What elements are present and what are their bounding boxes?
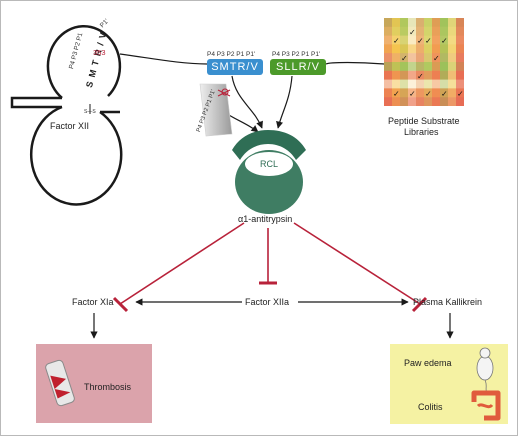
inhibit-line-pk (293, 222, 421, 305)
library-checkmark-icon: ✓ (425, 89, 432, 98)
library-checkmark-icon: ✓ (409, 89, 416, 98)
library-checkmark-icon: ✓ (441, 89, 448, 98)
smtr-variant-pill: SMTR/V (207, 59, 263, 75)
library-checkmark-icon: ✓ (393, 89, 400, 98)
plasma-kallikrein-node: Plasma Kallikrein (413, 297, 483, 307)
inflammation-panel (390, 344, 508, 424)
plaid-stripe-vertical (400, 18, 408, 106)
library-checkmark-icon: ✓ (457, 89, 464, 98)
thrombosis-label: Thrombosis (84, 382, 132, 392)
factor-xia-node: Factor XIa (72, 297, 114, 307)
inhibit-line-fxia (119, 222, 245, 305)
colitis-label: Colitis (418, 402, 443, 412)
sllr-variant-pill: SLLR/V (270, 59, 326, 75)
plaid-stripe-horizontal (384, 79, 464, 89)
inhibit-bar-fxia (112, 296, 129, 313)
peptide-library-grid: ✓✓✓✓✓✓✓✓✓✓✓✓✓ (384, 18, 464, 106)
cleaved-fragment (199, 83, 233, 137)
library-checkmark-icon: ✓ (433, 54, 440, 63)
library-checkmark-icon: ✓ (409, 28, 416, 37)
plaid-stripe-horizontal (384, 88, 464, 98)
serpin-name: α1-antitrypsin (238, 214, 293, 224)
plaid-stripe-vertical (448, 18, 456, 106)
plaid-stripe-vertical (432, 18, 440, 106)
smtr-positions: P4 P3 P2 P1 P1' (207, 51, 256, 58)
library-label-line2: Libraries (404, 127, 439, 137)
arrow-sllr-to-rcl (276, 75, 293, 129)
plaid-stripe-vertical (440, 18, 448, 106)
paw-edema-label: Paw edema (404, 358, 452, 368)
plaid-stripe-vertical (456, 18, 464, 106)
plaid-stripe-horizontal (384, 97, 464, 106)
plaid-stripe-vertical (384, 18, 392, 106)
plaid-stripe-vertical (408, 18, 416, 106)
disulfide-label: S—S (84, 109, 96, 115)
inhibition-lines (112, 222, 428, 313)
vessel-clot-icon (45, 359, 75, 407)
inhibit-bar-pk (411, 296, 428, 313)
line-fxii-to-smtr (119, 53, 208, 65)
colon-icon (471, 390, 501, 421)
line-library-to-sllr (325, 61, 385, 65)
factor-xii-structure (10, 25, 123, 206)
library-checkmark-icon: ✓ (417, 72, 424, 81)
plaid-stripe-horizontal (384, 62, 464, 71)
library-checkmark-icon: ✓ (417, 37, 424, 46)
plaid-stripe-vertical (416, 18, 424, 106)
sllr-positions: P4 P3 P2 P1 P1' (272, 51, 321, 58)
library-label-line1: Peptide Substrate (388, 116, 460, 126)
rcl-label: RCL (260, 159, 279, 169)
serpin-structure (232, 130, 306, 214)
library-checkmark-icon: ✓ (401, 54, 408, 63)
library-checkmark-icon: ✓ (393, 37, 400, 46)
factor-xiia-node: Factor XIIa (245, 297, 290, 307)
library-checkmark-icon: ✓ (425, 37, 432, 46)
arrow-smtr-to-rcl (231, 75, 263, 129)
plaid-stripe-horizontal (384, 70, 464, 80)
factor-xii-residue-353: 353 (93, 48, 106, 57)
plaid-stripe-vertical (392, 18, 400, 106)
plaid-stripe-vertical (424, 18, 432, 106)
library-checkmark-icon: ✓ (441, 37, 448, 46)
factor-xii-label: Factor XII (50, 121, 90, 131)
